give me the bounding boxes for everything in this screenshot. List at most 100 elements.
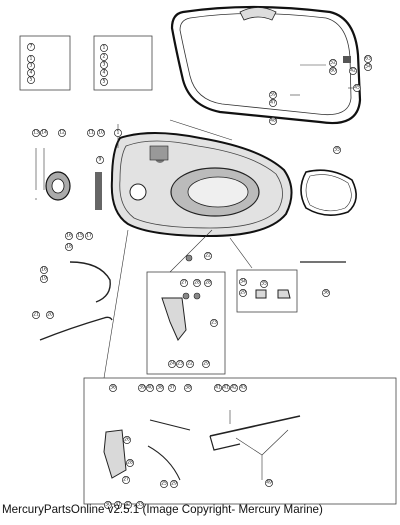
callout-center-box-23: 23 — [210, 319, 218, 327]
inset-box-center — [146, 271, 226, 375]
svg-text:21: 21 — [33, 312, 39, 318]
svg-text:32: 32 — [125, 502, 131, 508]
callout-box-b-1: 1 — [100, 44, 108, 52]
svg-text:3: 3 — [30, 63, 33, 69]
callout-left-small-19: 19 — [40, 275, 48, 283]
svg-text:17: 17 — [86, 233, 92, 239]
svg-text:3: 3 — [103, 62, 106, 68]
callout-left-small-16: 16 — [65, 232, 73, 240]
bottom-cowl-pan — [110, 132, 293, 238]
svg-text:16: 16 — [66, 233, 72, 239]
callout-hood-top-52: 52 — [329, 59, 337, 67]
svg-text:36: 36 — [323, 290, 329, 296]
callout-lower-box-37: 37 — [168, 384, 176, 392]
callout-hood-top-63: 63 — [364, 55, 372, 63]
callout-lower-box-33: 33 — [136, 501, 144, 509]
top-cowl-hood — [170, 5, 362, 125]
callout-box-b-2: 2 — [100, 53, 108, 61]
callout-hood-top-42: 42 — [349, 67, 357, 75]
latch-lever — [161, 297, 187, 341]
svg-text:42: 42 — [350, 68, 356, 74]
callout-box-a-3: 3 — [27, 62, 35, 70]
svg-text:45: 45 — [354, 85, 360, 91]
callout-lower-box-25: 25 — [160, 480, 168, 488]
callout-left-small-21: 21 — [32, 311, 40, 319]
svg-text:27: 27 — [181, 280, 187, 286]
callout-hood-top-48: 48 — [269, 117, 277, 125]
cable-left-lower — [39, 316, 113, 341]
svg-text:63: 63 — [365, 56, 371, 62]
lower-latch-lever — [103, 429, 127, 479]
svg-text:16: 16 — [41, 267, 47, 273]
svg-text:34: 34 — [240, 279, 246, 285]
callout-center-box-24: 24 — [168, 360, 176, 368]
svg-text:37: 37 — [169, 385, 175, 391]
svg-text:29: 29 — [171, 481, 177, 487]
svg-text:29: 29 — [203, 361, 209, 367]
inset-box-lower — [83, 377, 397, 505]
svg-text:1: 1 — [117, 130, 120, 136]
callout-lower-box-30: 30 — [104, 501, 112, 509]
svg-text:26: 26 — [124, 437, 130, 443]
callout-hood-top-47: 47 — [269, 99, 277, 107]
callout-center-box-28: 28 — [193, 279, 201, 287]
inset-box-b — [93, 35, 153, 91]
svg-text:28: 28 — [194, 280, 200, 286]
inset-box-right — [236, 269, 298, 313]
svg-text:54: 54 — [365, 64, 371, 70]
callout-hood-top-80: 80 — [329, 67, 337, 75]
svg-text:20: 20 — [47, 312, 53, 318]
callout-lower-box-40: 40 — [146, 384, 154, 392]
callout-right-side-35: 35 — [333, 146, 341, 154]
callout-left-parts-13: 13 — [32, 129, 40, 137]
svg-text:18: 18 — [66, 244, 72, 250]
callout-left-small-20: 20 — [46, 311, 54, 319]
callout-left-parts-9: 9 — [96, 156, 104, 164]
callout-lower-box-27: 27 — [122, 476, 130, 484]
svg-text:42: 42 — [231, 385, 237, 391]
callout-hood-top-54: 54 — [364, 63, 372, 71]
callout-lower-box-38: 38 — [184, 384, 192, 392]
callout-left-parts-14: 14 — [40, 129, 48, 137]
svg-text:35: 35 — [334, 147, 340, 153]
shift-rod — [209, 415, 301, 437]
callout-box-a-5: 5 — [27, 76, 35, 84]
svg-text:52: 52 — [330, 60, 336, 66]
svg-text:40: 40 — [147, 385, 153, 391]
svg-text:48: 48 — [270, 118, 276, 124]
callout-left-small-17: 17 — [85, 232, 93, 240]
svg-text:24: 24 — [169, 361, 175, 367]
svg-text:29: 29 — [240, 290, 246, 296]
callout-lower-box-31: 31 — [114, 501, 122, 509]
svg-text:15: 15 — [77, 233, 83, 239]
svg-text:36: 36 — [110, 385, 116, 391]
callout-box-b-5: 5 — [100, 78, 108, 86]
callout-lower-box-32: 32 — [124, 501, 132, 509]
copyright-footer: MercuryPartsOnline v2.5.1 (Image Copyrig… — [2, 503, 323, 516]
callout-center-box-22: 22 — [186, 360, 194, 368]
callout-right-side-36: 36 — [322, 289, 330, 297]
callout-left-parts-1: 1 — [114, 129, 122, 137]
svg-text:47: 47 — [270, 100, 276, 106]
svg-text:2: 2 — [103, 54, 106, 60]
svg-text:41: 41 — [223, 385, 229, 391]
callout-lower-box-39: 39 — [138, 384, 146, 392]
callout-lower-box-42: 42 — [230, 384, 238, 392]
callout-box-b-3: 3 — [100, 61, 108, 69]
svg-text:22: 22 — [205, 253, 211, 259]
svg-text:59: 59 — [270, 92, 276, 98]
callout-center-box-28: 28 — [204, 279, 212, 287]
svg-text:1: 1 — [30, 56, 33, 62]
callout-left-parts-10: 10 — [97, 129, 105, 137]
svg-text:19: 19 — [41, 276, 47, 282]
svg-text:80: 80 — [330, 68, 336, 74]
svg-text:1: 1 — [103, 45, 106, 51]
callout-lower-box-36: 36 — [109, 384, 117, 392]
svg-text:27: 27 — [123, 477, 129, 483]
callout-center-box-27: 27 — [180, 279, 188, 287]
callout-left-small-16: 16 — [40, 266, 48, 274]
svg-text:30: 30 — [105, 502, 111, 508]
svg-text:39: 39 — [139, 385, 145, 391]
